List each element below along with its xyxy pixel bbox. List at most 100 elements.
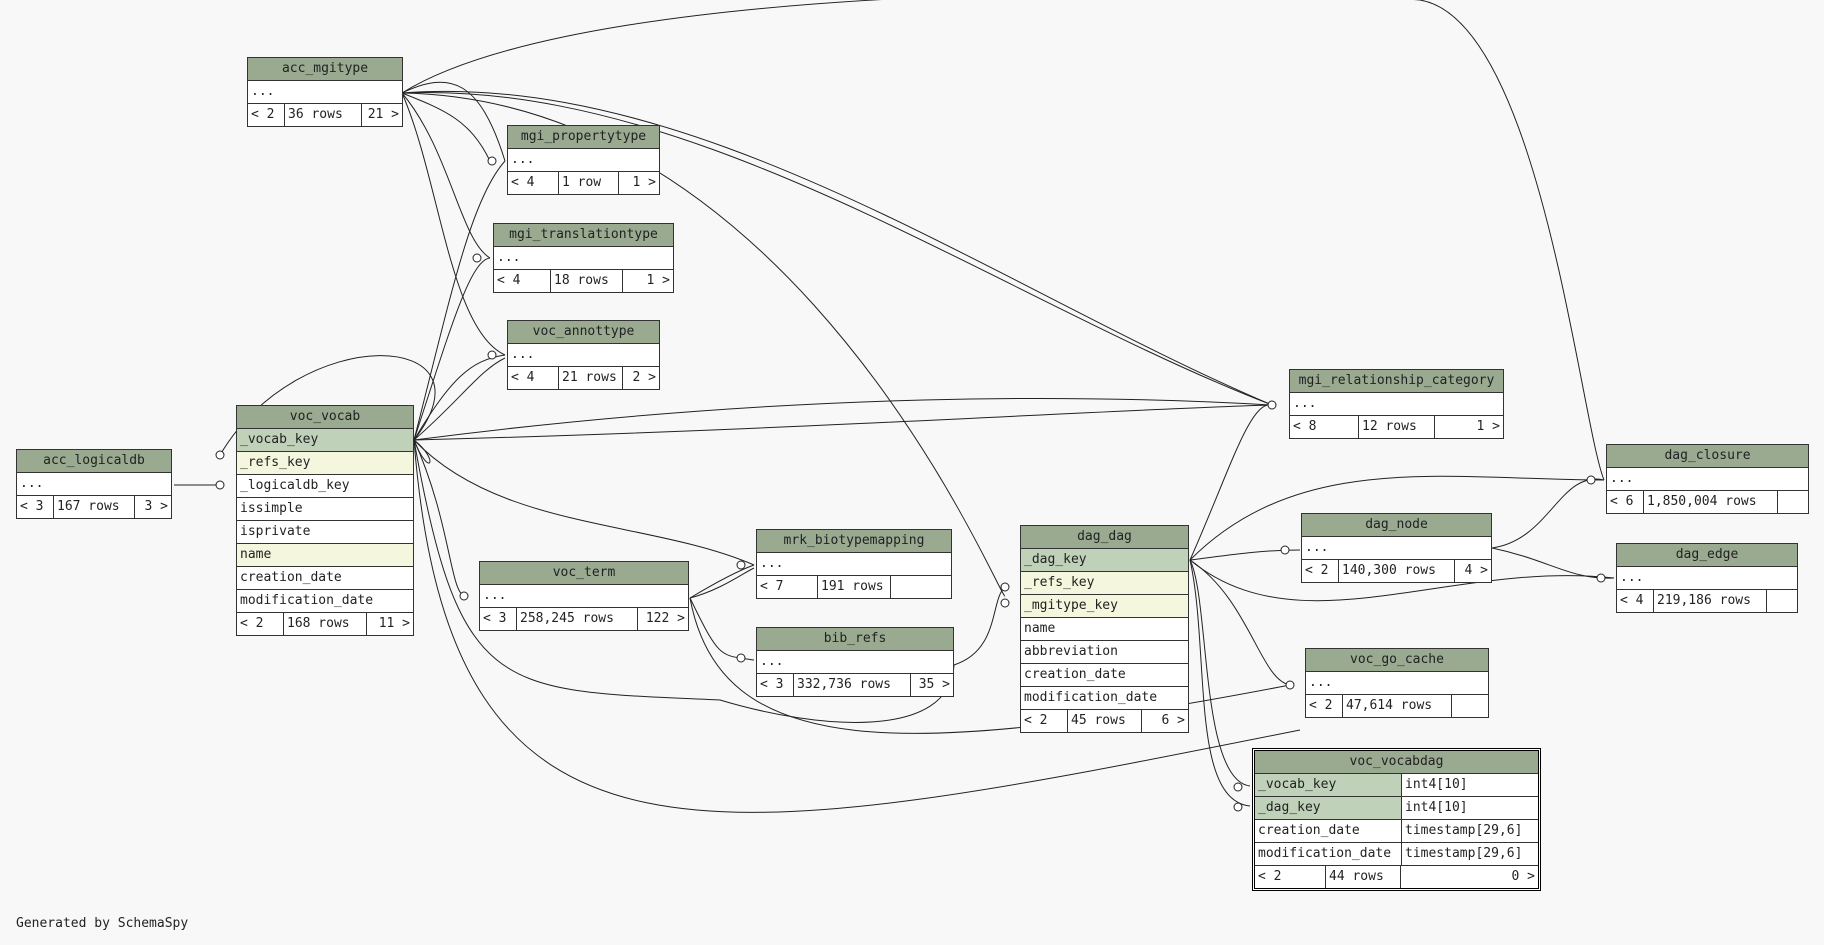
- footer-rows: 1,850,004 rows: [1644, 491, 1778, 513]
- table-title: acc_logicaldb: [17, 450, 171, 473]
- column-row: _refs_key: [240, 455, 311, 470]
- table-title: dag_edge: [1617, 544, 1797, 567]
- footer-parents: < 4: [1617, 590, 1654, 612]
- footer-rows: 21 rows: [559, 367, 623, 389]
- column-row: ...: [251, 84, 275, 99]
- footer-children: 35 >: [918, 677, 950, 692]
- footer-parents: < 3: [757, 674, 794, 696]
- footer-parents: < 2: [1255, 866, 1326, 888]
- footer-parents: < 3: [480, 608, 517, 630]
- table-title: mrk_biotypemapping: [757, 530, 951, 553]
- table-title: bib_refs: [757, 628, 953, 651]
- column-row: creation_date: [1024, 667, 1126, 682]
- footer-parents: < 4: [508, 367, 559, 389]
- column-type: int4[10]: [1405, 800, 1468, 815]
- footer-rows: 45 rows: [1068, 710, 1142, 732]
- column-row: _mgitype_key: [1024, 598, 1118, 613]
- column-row: _refs_key: [1024, 575, 1095, 590]
- column-row: _vocab_key: [1255, 774, 1402, 796]
- table-title: acc_mgitype: [248, 58, 402, 81]
- footer-rows: 332,736 rows: [794, 674, 911, 696]
- footer-parents: < 7: [757, 576, 818, 598]
- footer-children: [1767, 590, 1797, 612]
- table-title: dag_closure: [1607, 445, 1808, 468]
- column-row: modification_date: [1024, 690, 1158, 705]
- footer-children: [1778, 491, 1808, 513]
- footer-children: 6 >: [1161, 713, 1185, 728]
- column-row: issimple: [240, 501, 303, 516]
- footer-rows: 36 rows: [285, 104, 362, 126]
- footer-rows: 44 rows: [1326, 866, 1401, 888]
- column-row: creation_date: [1255, 820, 1402, 842]
- table-title: voc_annottype: [508, 321, 659, 344]
- table-title: mgi_propertytype: [508, 126, 659, 149]
- footer-children: 122 >: [645, 611, 685, 626]
- column-row: ...: [1309, 675, 1333, 690]
- footer-children: 1 >: [632, 175, 656, 190]
- footer-parents: < 2: [1021, 710, 1068, 732]
- column-row: name: [240, 547, 272, 562]
- column-row: ...: [483, 588, 507, 603]
- column-row: name: [1024, 621, 1056, 636]
- footer-parents: < 3: [17, 496, 54, 518]
- footer-rows: 140,300 rows: [1339, 560, 1455, 582]
- footer-children: 11 >: [378, 616, 410, 631]
- table-dag-dag[interactable]: dag_dag _dag_key _refs_key _mgitype_key …: [1020, 525, 1189, 733]
- footer-children: 2 >: [632, 370, 656, 385]
- table-title: voc_vocab: [237, 406, 413, 429]
- footer-rows: 18 rows: [551, 270, 623, 292]
- column-row: _vocab_key: [240, 432, 319, 447]
- column-row: modification_date: [240, 593, 374, 608]
- column-row: ...: [1610, 471, 1634, 486]
- column-type: timestamp[29,6]: [1405, 846, 1523, 861]
- footer-rows: 12 rows: [1359, 416, 1435, 438]
- footer-parents: < 2: [248, 104, 285, 126]
- generated-by-label: Generated by SchemaSpy: [16, 916, 189, 931]
- column-type: int4[10]: [1405, 777, 1468, 792]
- footer-children: 3 >: [144, 499, 168, 514]
- footer-parents: < 4: [508, 172, 559, 194]
- table-title: dag_node: [1302, 514, 1491, 537]
- footer-children: 0 >: [1511, 869, 1535, 884]
- column-row: creation_date: [240, 570, 342, 585]
- table-voc-vocab[interactable]: voc_vocab _vocab_key _refs_key _logicald…: [236, 405, 414, 636]
- footer-children: [891, 576, 951, 598]
- footer-rows: 191 rows: [818, 576, 891, 598]
- column-row: ...: [760, 556, 784, 571]
- footer-rows: 167 rows: [54, 496, 135, 518]
- footer-parents: < 2: [1306, 695, 1343, 717]
- footer-rows: 168 rows: [284, 613, 367, 635]
- footer-parents: < 4: [494, 270, 551, 292]
- footer-parents: < 2: [1302, 560, 1339, 582]
- footer-children: 21 >: [367, 107, 399, 122]
- column-row: ...: [20, 476, 44, 491]
- table-title: dag_dag: [1021, 526, 1188, 549]
- footer-parents: < 6: [1607, 491, 1644, 513]
